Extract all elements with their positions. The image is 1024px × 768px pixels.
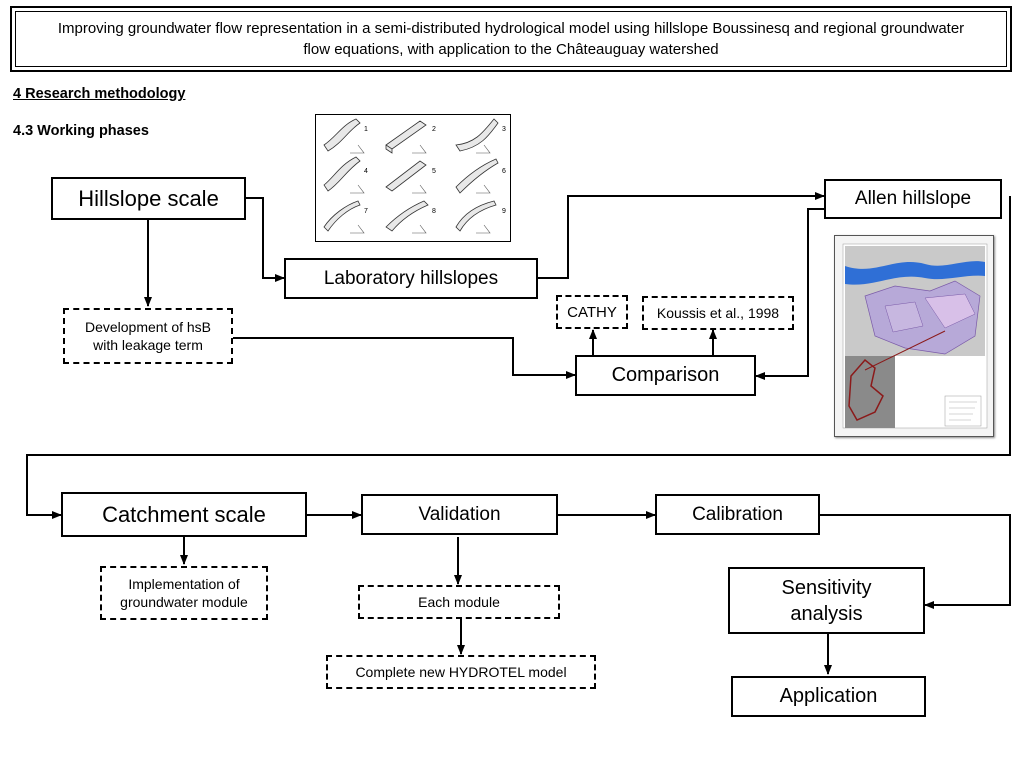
shape-label-4: 4 — [364, 168, 368, 175]
shape-label-1: 1 — [364, 126, 368, 133]
shape-label-5: 5 — [432, 168, 436, 175]
allen-hillslope-box: Allen hillslope — [824, 179, 1002, 219]
page-title: Improving groundwater flow representatio… — [15, 11, 1007, 67]
shape-label-7: 7 — [364, 208, 368, 215]
hsb-development-box: Development of hsB with leakage term — [63, 308, 233, 364]
arrow-calibration-to-sensitivity — [820, 514, 1011, 609]
validation-box: Validation — [361, 494, 558, 535]
implementation-box: Implementation of groundwater module — [100, 566, 268, 620]
hillslope-shapes-figure: 1 2 3 4 5 6 7 8 9 — [315, 114, 511, 242]
shape-label-8: 8 — [432, 208, 436, 215]
shape-label-2: 2 — [432, 126, 436, 133]
arrow-hillslope-to-lab — [246, 197, 285, 282]
arrow-lab-to-allen — [538, 192, 825, 279]
comparison-box: Comparison — [575, 355, 756, 396]
koussis-box: Koussis et al., 1998 — [642, 296, 794, 330]
catchment-scale-box: Catchment scale — [61, 492, 307, 537]
laboratory-hillslopes-box: Laboratory hillslopes — [284, 258, 538, 299]
cathy-box: CATHY — [556, 295, 628, 329]
sensitivity-analysis-box: Sensitivity analysis — [728, 567, 925, 634]
shape-label-3: 3 — [502, 126, 506, 133]
arrow-allen-to-catchment — [26, 196, 1011, 519]
each-module-box: Each module — [358, 585, 560, 619]
hillslope-shapes-drawing: 1 2 3 4 5 6 7 8 9 — [323, 118, 506, 234]
section-heading: 4 Research methodology — [13, 86, 186, 102]
watershed-map-figure — [834, 235, 994, 437]
arrow-hsb-to-comparison — [233, 337, 576, 379]
shape-label-9: 9 — [502, 208, 506, 215]
application-box: Application — [731, 676, 926, 717]
complete-model-box: Complete new HYDROTEL model — [326, 655, 596, 689]
arrow-allen-to-comparison — [755, 208, 824, 380]
watershed-map-drawing — [842, 243, 988, 429]
subsection-heading: 4.3 Working phases — [13, 123, 149, 139]
shape-label-6: 6 — [502, 168, 506, 175]
calibration-box: Calibration — [655, 494, 820, 535]
hillslope-scale-box: Hillslope scale — [51, 177, 246, 220]
title-frame: Improving groundwater flow representatio… — [10, 6, 1012, 72]
